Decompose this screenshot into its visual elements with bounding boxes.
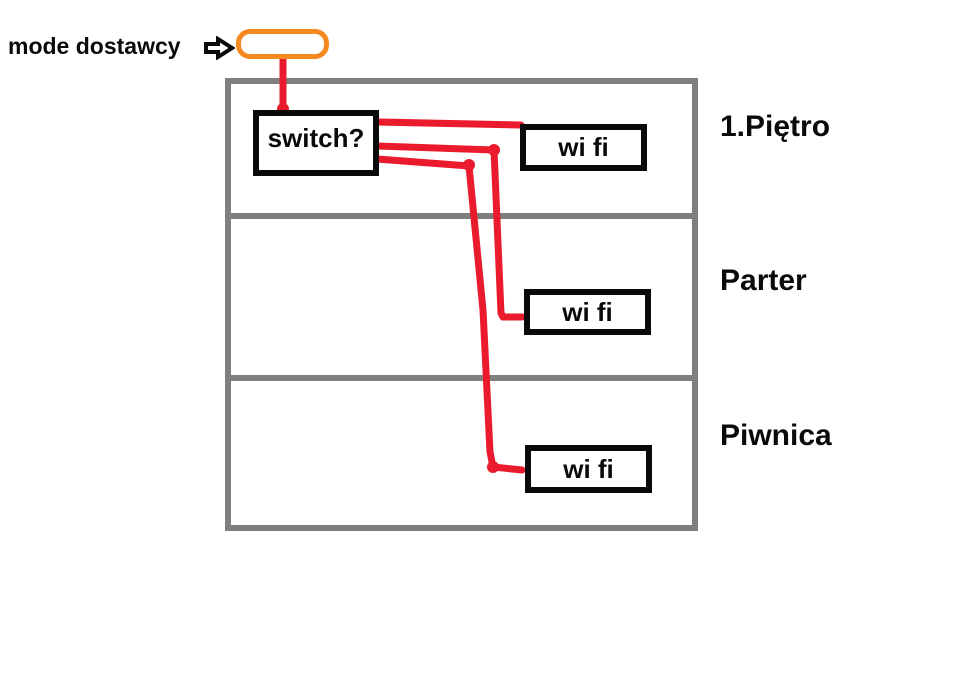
wifi-box-floor1: wi fi [520,124,647,171]
wifi-label: wi fi [562,296,613,327]
floor-label-piwnica: Piwnica [720,419,832,452]
switch-label: switch? [267,122,365,153]
switch-box: switch? [253,110,379,176]
wifi-label: wi fi [558,132,609,162]
floor-label-parter: Parter [720,264,807,297]
floor-divider-2 [225,375,698,381]
right-arrow-icon [204,36,235,60]
floor-label-pietro: 1.Piętro [720,110,831,143]
wifi-box-piwnica: wi fi [525,445,652,493]
floor-divider-1 [225,213,698,219]
wifi-box-parter: wi fi [524,289,651,335]
building-outline [225,78,698,531]
provider-label: mode dostawcy [8,33,181,59]
wifi-label: wi fi [563,453,614,484]
provider-modem-box [236,29,329,59]
